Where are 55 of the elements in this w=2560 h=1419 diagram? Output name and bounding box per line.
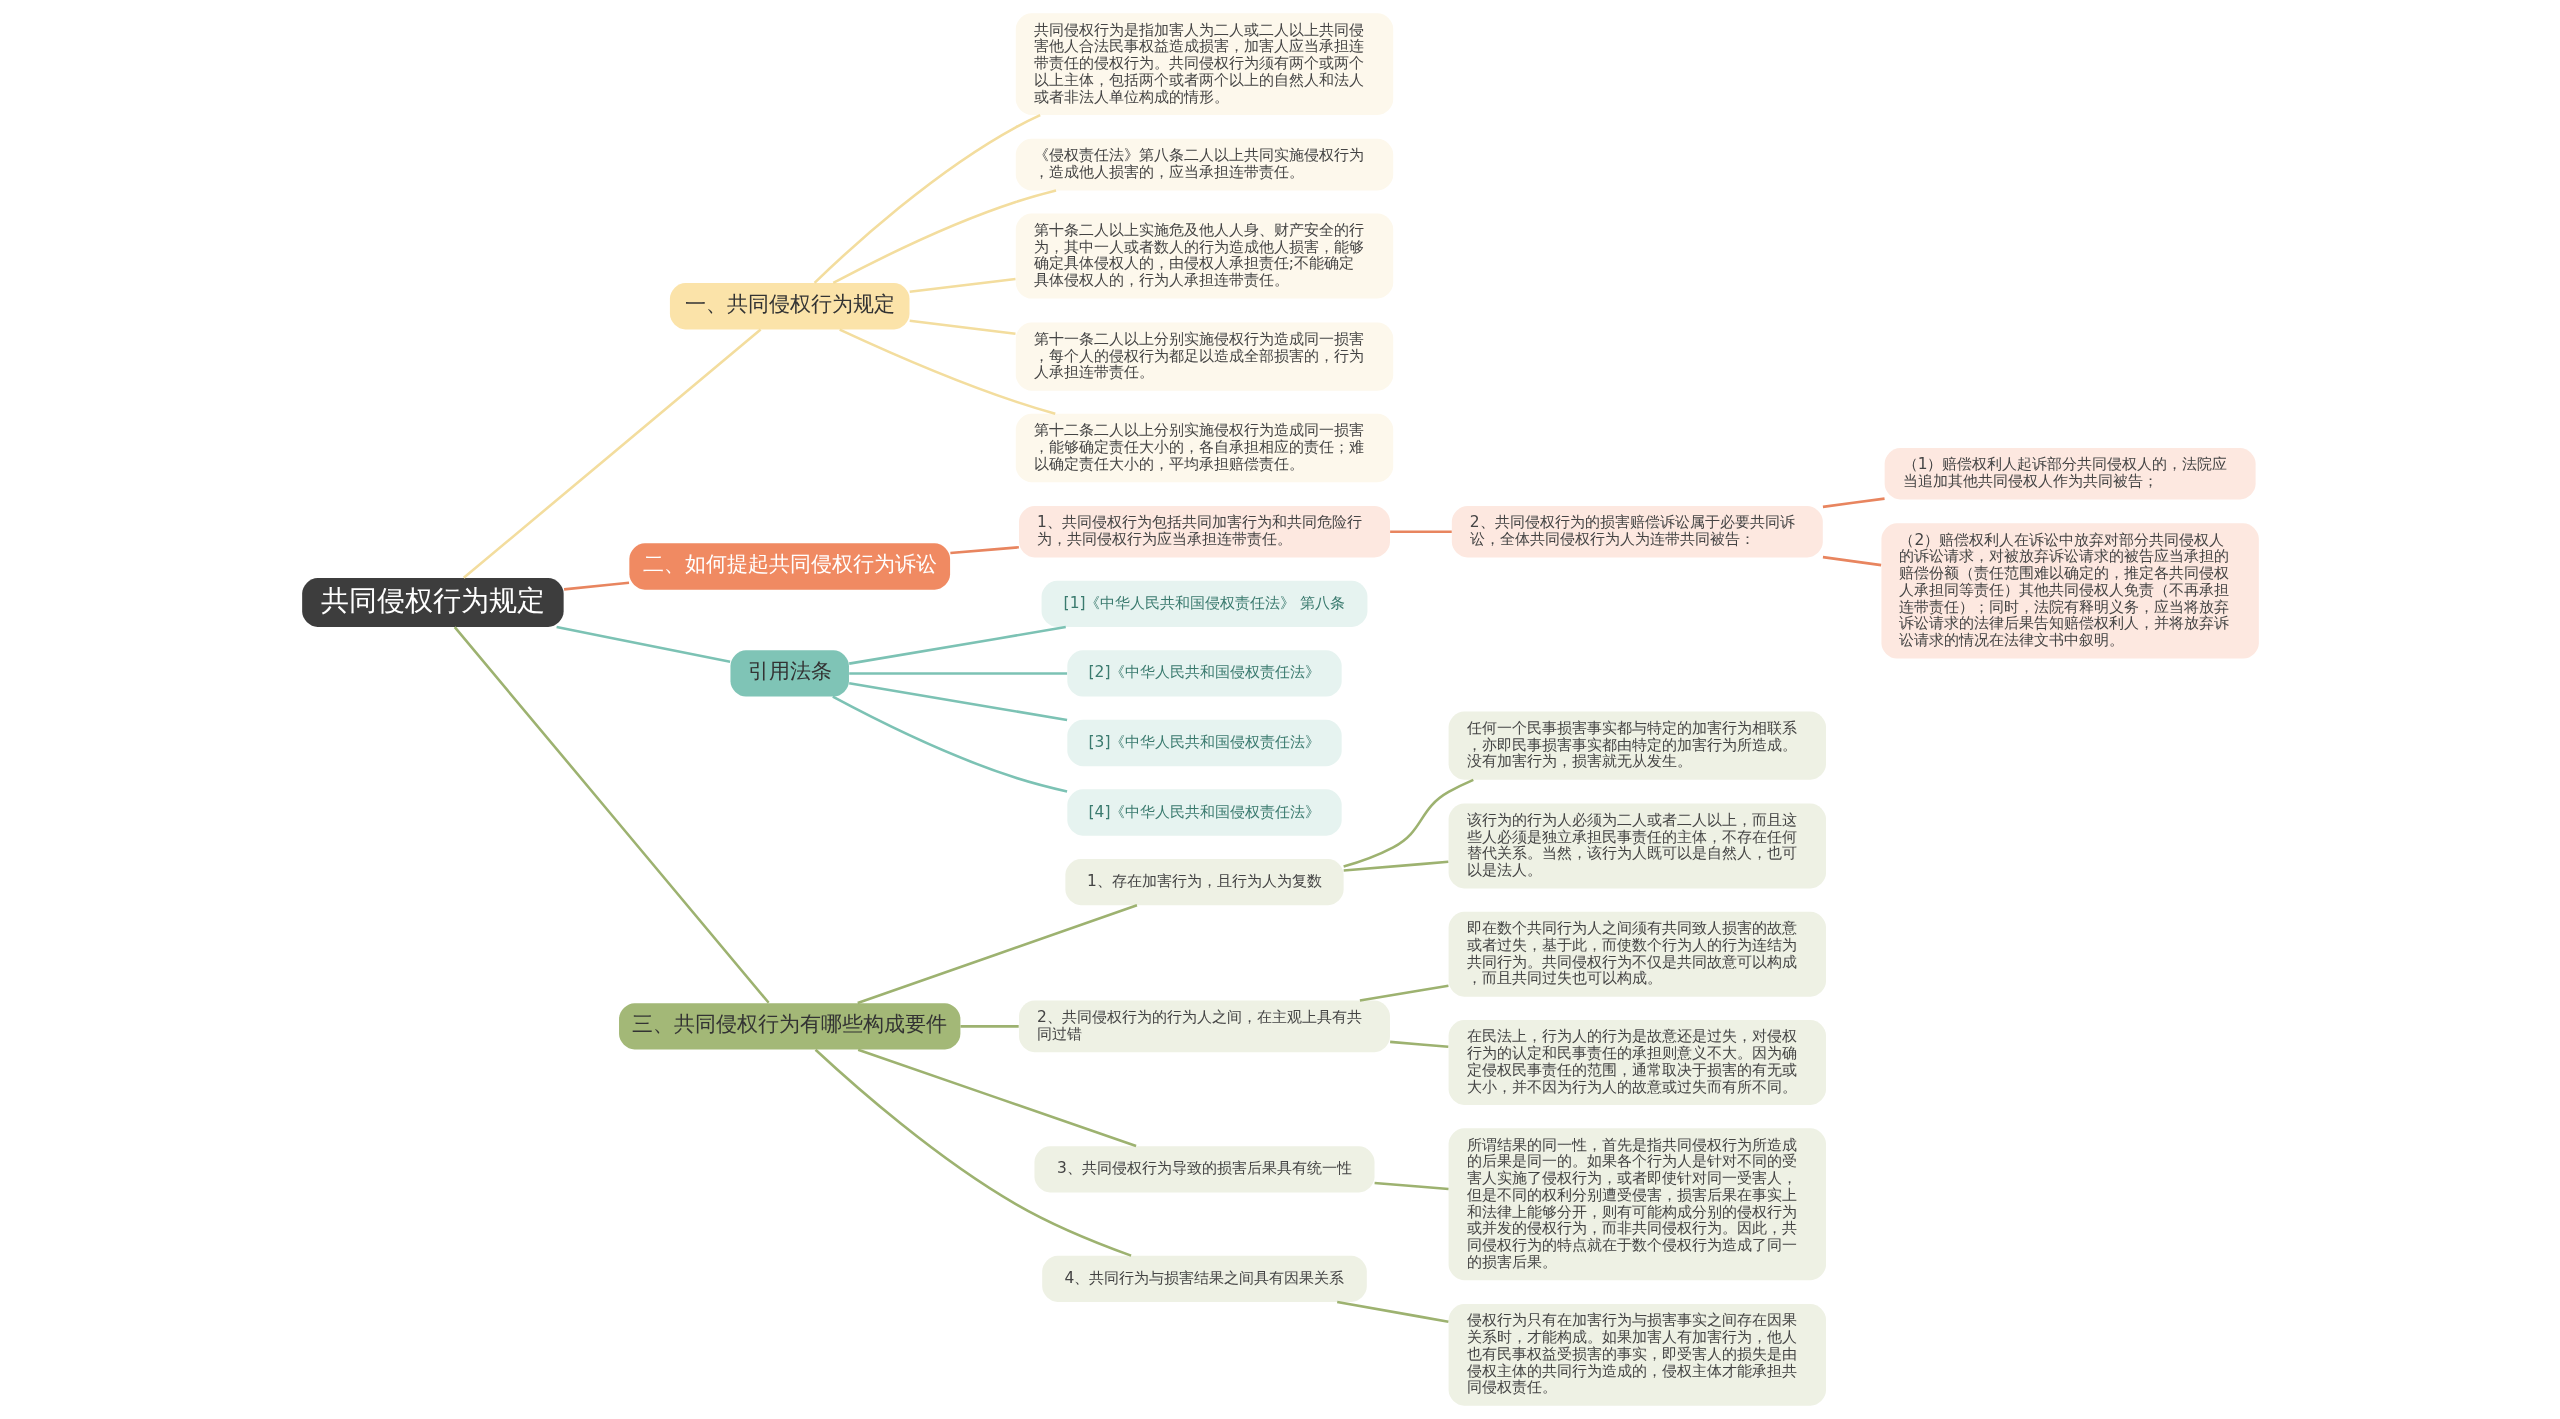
node-box: 3、共同侵权行为导致的损害后果具有统一性 (1033, 1146, 1375, 1193)
connector (814, 1048, 1132, 1257)
connector (832, 189, 1056, 285)
connector (848, 625, 1066, 665)
node-box: 第十一条二人以上分别实施侵权行为造成同一损害，每个人的侵权行为都足以造成全部损害的，行为人承担连带责任。 (1015, 322, 1393, 391)
connector (1343, 860, 1448, 872)
connector (909, 277, 1016, 294)
node-box: [3]《中华人民共和国侵权责任法》 (1066, 719, 1342, 767)
connector (1342, 778, 1474, 868)
node-box: 第十条二人以上实施危及他人人身、财产安全的行为，其中一人或者数人的行为造成他人损害，能够确定具体侵权人的，由侵权人承担责任;不能确定具体侵权人的，行为人承担连带责任。 (1015, 213, 1393, 299)
node-box: 在民法上，行为人的行为是故意还是过失，对侵权行为的认定和民事责任的承担则意义不大。因为确定侵权民事责任的范围，通常取决于损害的有无或大小，并不因为行为人的故意或过失而有所不同。 (1448, 1019, 1826, 1105)
node-box: 1、共同侵权行为包括共同加害行为和共同危险行为，共同侵权行为应当承担连带责任。 (1018, 505, 1390, 558)
connector (1822, 555, 1881, 567)
connector (848, 681, 1067, 722)
connector (838, 328, 1056, 415)
node-box: 侵权行为只有在加害行为与损害事实之间存在因果关系时，才能构成。如果加害人有加害行为，他人也有民事权益受损害的事实，即受害人的损失是由侵权主体的共同行为造成的，侵权主体才能承担共同侵权责任。 (1448, 1304, 1826, 1406)
connector (1389, 1040, 1448, 1048)
connector (1822, 497, 1885, 509)
node-box: 二、如何提起共同侵权行为诉讼 (628, 543, 950, 590)
node-box: （2）赔偿权利人在诉讼中放弃对部分共同侵权人的诉讼请求，对被放弃诉讼请求的被告应当承担的赔偿份额（责任范围难以确定的，推定各共同侵权人承担同等责任）其他共同侵权人免责（不再承担连带责任）；同时，法院有释明义务，应当将放弃诉讼请求的法律后果告知赔偿权利人，并将放弃诉讼请求的情况在法律文书中叙明。 (1880, 523, 2259, 659)
connector (1389, 530, 1452, 534)
connector (1374, 1181, 1449, 1191)
node-box: 共同侵权行为规定 (301, 578, 564, 628)
connector (563, 581, 629, 591)
connector (453, 626, 770, 1004)
connector (555, 625, 730, 664)
connector (462, 328, 761, 579)
node-box: 2、共同侵权行为的行为人之间，在主观上具有共同过错 (1018, 1000, 1390, 1053)
node-box: 所谓结果的同一性，首先是指共同侵权行为所造成的后果是同一的。如果各个行为人是针对不同的受害人实施了侵权行为，或者即使针对同一受害人，但是不同的权利分别遭受侵害，损害后果在事实上和法律上能够分开，则有可能构成分别的侵权行为或并发的侵权行为，而非共同侵权行为。因此，共同侵权行为的特点就在于数个侵权行为造成了同一的损害后果。 (1448, 1128, 1826, 1281)
connector (909, 319, 1016, 335)
node-box: 引用法条 (729, 650, 849, 697)
node-box: 共同侵权行为是指加害人为二人或二人以上共同侵害他人合法民事权益造成损害，加害人应当承担连带责任的侵权行为。共同侵权行为须有两个或两个以上主体，包括两个或者两个以上的自然人和法人或者非法人单位构成的情形。 (1015, 13, 1393, 115)
connector (813, 113, 1041, 284)
node-box: 三、共同侵权行为有哪些构成要件 (618, 1003, 960, 1050)
node-box: 2、共同侵权行为的损害赔偿诉讼属于必要共同诉讼，全体共同侵权行为人为连带共同被告： (1451, 505, 1823, 558)
node-box: 《侵权责任法》第八条二人以上共同实施侵权行为，造成他人损害的，应当承担连带责任。 (1015, 138, 1393, 191)
connector (1336, 1300, 1449, 1323)
node-box: 第十二条二人以上分别实施侵权行为造成同一损害，能够确定责任大小的，各自承担相应的责任；难以确定责任大小的，平均承担赔偿责任。 (1015, 413, 1393, 483)
connector (831, 695, 1067, 793)
node-box: 即在数个共同行为人之间须有共同致人损害的故意或者过失，基于此，而使数个行为人的行为连结为共同行为。共同侵权行为不仅是共同故意可以构成，而且共同过失也可以构成。 (1448, 911, 1826, 997)
node-box: 1、存在加害行为，且行为人为复数 (1064, 858, 1344, 906)
connector (949, 546, 1019, 555)
node-box: 该行为的行为人必须为二人或者二人以上，而且这些人必须是独立承担民事责任的主体，不存在任何替代关系。当然，该行为人既可以是自然人，也可以是法人。 (1448, 803, 1826, 889)
node-box: [4]《中华人民共和国侵权责任法》 (1066, 789, 1342, 836)
node-box: [1]《中华人民共和国侵权责任法》 第八条 (1041, 580, 1367, 628)
node-box: [2]《中华人民共和国侵权责任法》 (1066, 650, 1342, 697)
connector (959, 1025, 1019, 1028)
connector (1359, 984, 1449, 1002)
connector (856, 904, 1137, 1005)
node-box: 4、共同行为与损害结果之间具有因果关系 (1041, 1255, 1367, 1303)
connector (848, 672, 1067, 675)
node-box: （1）赔偿权利人起诉部分共同侵权人的，法院应当追加其他共同侵权人作为共同被告； (1884, 448, 2256, 500)
connector (857, 1048, 1137, 1148)
node-box: 一、共同侵权行为规定 (669, 283, 909, 330)
node-box: 任何一个民事损害事实都与特定的加害行为相联系，亦即民事损害事实都由特定的加害行为所造成。没有加害行为，损害就无从发生。 (1448, 711, 1826, 780)
